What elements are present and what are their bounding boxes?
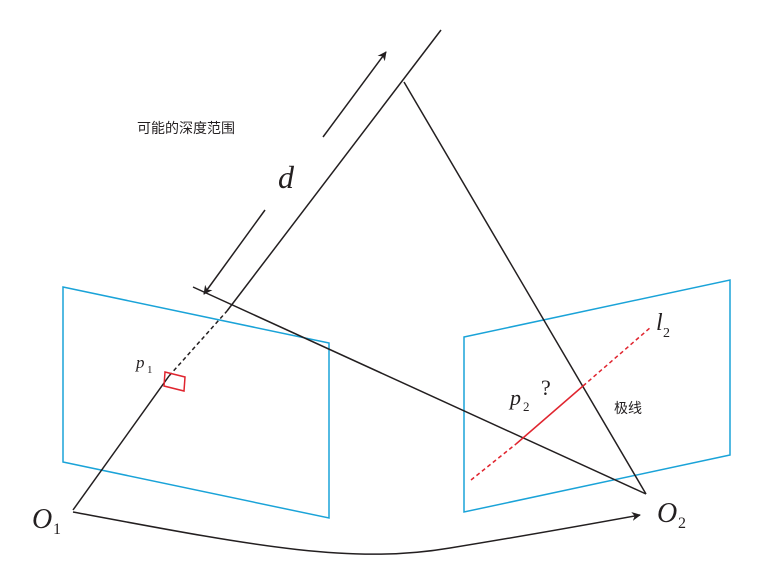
ray-o1-solid-lower <box>72 375 170 511</box>
p2-label: p 2 ? <box>508 375 551 415</box>
ray-o1-solid-upper <box>226 29 442 312</box>
epipolar-line-dashed-lower <box>470 443 517 481</box>
l2-label: l 2 <box>656 310 670 341</box>
right-image-plane <box>463 279 731 513</box>
epipolar-line-label: 极线 <box>614 401 642 417</box>
depth-arrow-up <box>322 51 387 138</box>
o1-label: O 1 <box>32 504 61 538</box>
ray-near-point-to-o2 <box>192 286 647 495</box>
epipolar-line-solid <box>515 385 584 445</box>
p1-pixel-box <box>163 371 186 392</box>
ray-far-point-to-o2 <box>403 81 647 495</box>
depth-label: d <box>278 159 295 195</box>
depth-arrow-down <box>203 209 266 295</box>
left-image-plane <box>62 286 330 519</box>
epipolar-line-dashed-upper <box>582 326 652 387</box>
o2-label: O 2 <box>657 498 686 532</box>
motion-curve-arrow <box>72 511 641 555</box>
ray-o1-dashed-segment <box>168 310 228 377</box>
p1-label: p 1 <box>135 353 153 376</box>
depth-range-label: 可能的深度范围 <box>137 120 235 137</box>
